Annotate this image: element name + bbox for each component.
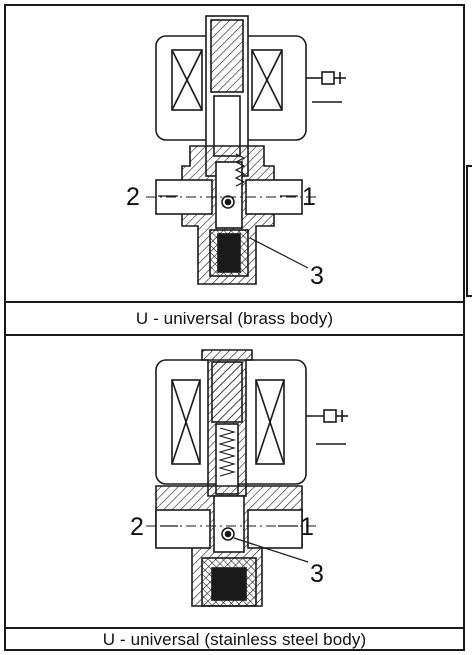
connector-pin-ss: [306, 409, 348, 445]
caption-stainless: U - universal (stainless steel body): [102, 630, 367, 649]
valve-outline-ss: [146, 349, 348, 607]
stainless-valve-drawing: 2 1 3: [130, 349, 348, 607]
figure-frame: 2 1 3 U - universal (brass body): [4, 4, 465, 651]
top-valve-panel: 2 1 3: [6, 6, 463, 303]
port-label-2-ss: 2: [130, 513, 144, 541]
plug-nut: [210, 19, 244, 93]
port-1-bore-ss: [247, 509, 303, 549]
caption-brass: U - universal (brass body): [135, 309, 334, 328]
caption-row-bottom: U - universal (stainless steel body): [6, 627, 463, 651]
port-label-2: 2: [126, 183, 140, 211]
port-label-1: 1: [302, 183, 316, 211]
brass-valve-drawing: 2 1 3: [126, 15, 346, 290]
port-2-bore: [155, 179, 213, 215]
spring-ss: [217, 427, 237, 477]
port-label-1-ss: 1: [300, 513, 314, 541]
page-edge-tab: [466, 165, 472, 297]
spring: [234, 153, 246, 187]
seal-label-3: 3: [310, 262, 324, 290]
valve-outline: [146, 15, 346, 285]
caption-row-top: U - universal (brass body): [6, 301, 463, 336]
port-2-bore-ss: [155, 509, 211, 549]
connector-pin: [306, 71, 346, 103]
seal-label-3-ss: 3: [310, 560, 324, 588]
bottom-valve-panel: 2 1 3: [6, 336, 463, 629]
